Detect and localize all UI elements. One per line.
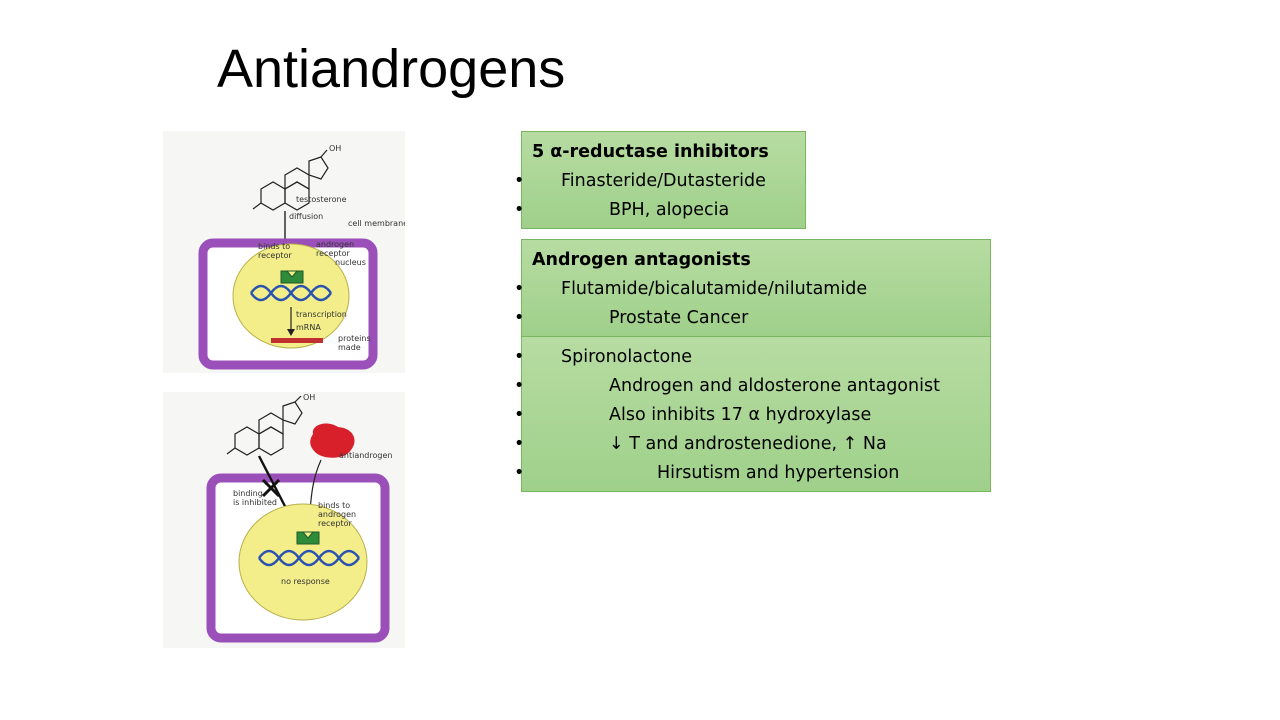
dna-icon [258, 549, 360, 567]
reductase-inhibitors-list: Finasteride/Dutasteride BPH, alopecia [514, 167, 795, 225]
androgen-label: androgen [318, 510, 356, 519]
androgen-antagonists-heading: Androgen antagonists [532, 250, 751, 270]
binding-label: binding [233, 489, 263, 498]
androgen-antagonists-box: Androgen antagonists Flutamide/bicalutam… [514, 239, 991, 337]
diffusion-label: diffusion [289, 212, 323, 221]
list-item: Finasteride/Dutasteride [514, 167, 795, 196]
testosterone-mechanism-drawing: OH testosterone diffusion cell membrane … [163, 131, 405, 373]
spironolactone-list: Spironolactone Androgen and aldosterone … [514, 343, 980, 488]
binds-to-label: binds to [318, 501, 350, 510]
testosterone-label: testosterone [296, 195, 347, 204]
antiandrogen-molecule-icon [310, 423, 355, 458]
transcription-label: transcription [296, 310, 347, 319]
list-item: Androgen and aldosterone antagonist [514, 372, 980, 401]
nucleus-label: nucleus [335, 258, 366, 267]
oh-label: OH [303, 393, 315, 402]
slide-title: Antiandrogens [217, 39, 566, 99]
oh-label: OH [329, 144, 341, 153]
antiandrogen-label: antiandrogen [339, 451, 392, 460]
androgen-receptor-label: receptor [316, 249, 350, 258]
proteins-label: proteins [338, 334, 371, 343]
list-item: Flutamide/bicalutamide/nilutamide [514, 275, 980, 304]
binds-to-label: binds to [258, 242, 290, 251]
mrna-label: mRNA [296, 323, 321, 332]
dna-icon [250, 284, 332, 302]
list-item: Hirsutism and hypertension [514, 459, 980, 488]
list-item: Also inhibits 17 α hydroxylase [514, 401, 980, 430]
reductase-inhibitors-box: 5 α-reductase inhibitors Finasteride/Dut… [514, 131, 806, 229]
steroid-structure-icon [252, 149, 329, 211]
androgen-label: androgen [316, 240, 354, 249]
list-item: Spironolactone [514, 343, 980, 372]
list-item: Prostate Cancer [514, 304, 980, 333]
antiandrogen-mechanism-drawing: OH antiandrogen binding is inhibited bin… [163, 392, 405, 648]
steroid-structure-icon [226, 395, 303, 456]
list-item: BPH, alopecia [514, 196, 795, 225]
spironolactone-box: Spironolactone Androgen and aldosterone … [514, 336, 991, 492]
list-item: ↓ T and androstenedione, ↑ Na [514, 430, 980, 459]
reductase-inhibitors-heading: 5 α-reductase inhibitors [532, 142, 769, 162]
androgen-receptor-icon [296, 531, 320, 545]
receptor-label: receptor [318, 519, 352, 528]
mrna-strand-icon [271, 338, 323, 343]
made-label: made [338, 343, 361, 352]
androgen-receptor-icon [280, 270, 304, 284]
no-response-label: no response [281, 577, 330, 586]
cell-membrane-label: cell membrane [348, 219, 405, 228]
blocked-x-icon [261, 478, 281, 498]
is-inhibited-label: is inhibited [233, 498, 277, 507]
androgen-antagonists-list: Flutamide/bicalutamide/nilutamide Prosta… [514, 275, 980, 333]
receptor-label: receptor [258, 251, 292, 260]
